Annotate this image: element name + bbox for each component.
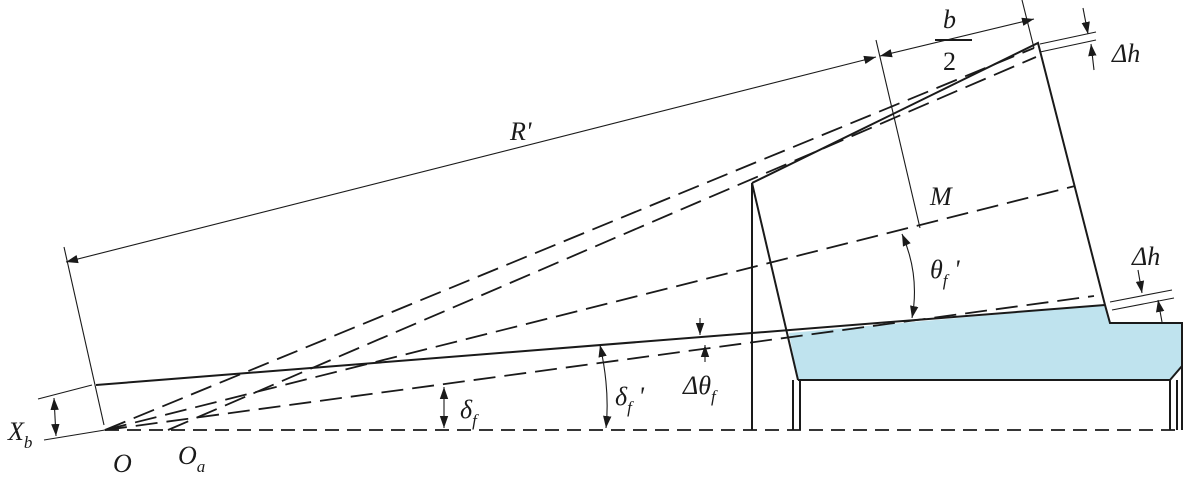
inner-slant	[751, 182, 799, 381]
dim-b-half	[879, 17, 1035, 58]
dim-delta-f-prime	[598, 344, 612, 429]
dim-r-prime	[65, 55, 877, 264]
ext-line-left	[63, 246, 105, 426]
label-delta-h-top: Δh	[1111, 39, 1140, 68]
ext-dh-right-1	[1109, 289, 1173, 303]
ext-dh-top-2	[1039, 39, 1097, 53]
ext-xb-lower	[43, 429, 106, 441]
label-delta-f: δf	[460, 395, 479, 430]
shaded-root-region	[789, 305, 1182, 380]
dashed-line-pitch	[104, 185, 1076, 431]
ext-dh-top-1	[1039, 31, 1097, 45]
gear-outline	[751, 41, 1183, 430]
dim-dh-top-arrow2	[1088, 43, 1097, 71]
label-delta-theta-f: Δθf	[682, 371, 718, 406]
dim-dh-right-arrow1	[1135, 269, 1145, 294]
dim-theta-f-prime	[901, 233, 919, 319]
label-o: O	[113, 449, 132, 478]
label-theta-f-prime: θf '	[930, 255, 960, 290]
ext-line-mid	[875, 39, 921, 229]
label-delta-h-right: Δh	[1131, 242, 1160, 271]
dim-dh-right-arrow2	[1156, 299, 1165, 323]
ext-xb-upper	[37, 384, 93, 400]
label-m: M	[929, 182, 953, 211]
label-two: 2	[943, 47, 956, 76]
dim-xb	[50, 397, 60, 437]
label-delta-f-prime: δf '	[615, 382, 644, 417]
dim-dh-top-arrow1	[1081, 7, 1090, 35]
label-r-prime: R'	[509, 117, 532, 146]
bore-right-chamfer	[1169, 365, 1183, 381]
ext-line-right-top	[1021, 0, 1035, 49]
label-o-a: Oa	[178, 441, 205, 476]
label-b: b	[943, 5, 956, 34]
label-x-b: Xb	[7, 417, 32, 452]
